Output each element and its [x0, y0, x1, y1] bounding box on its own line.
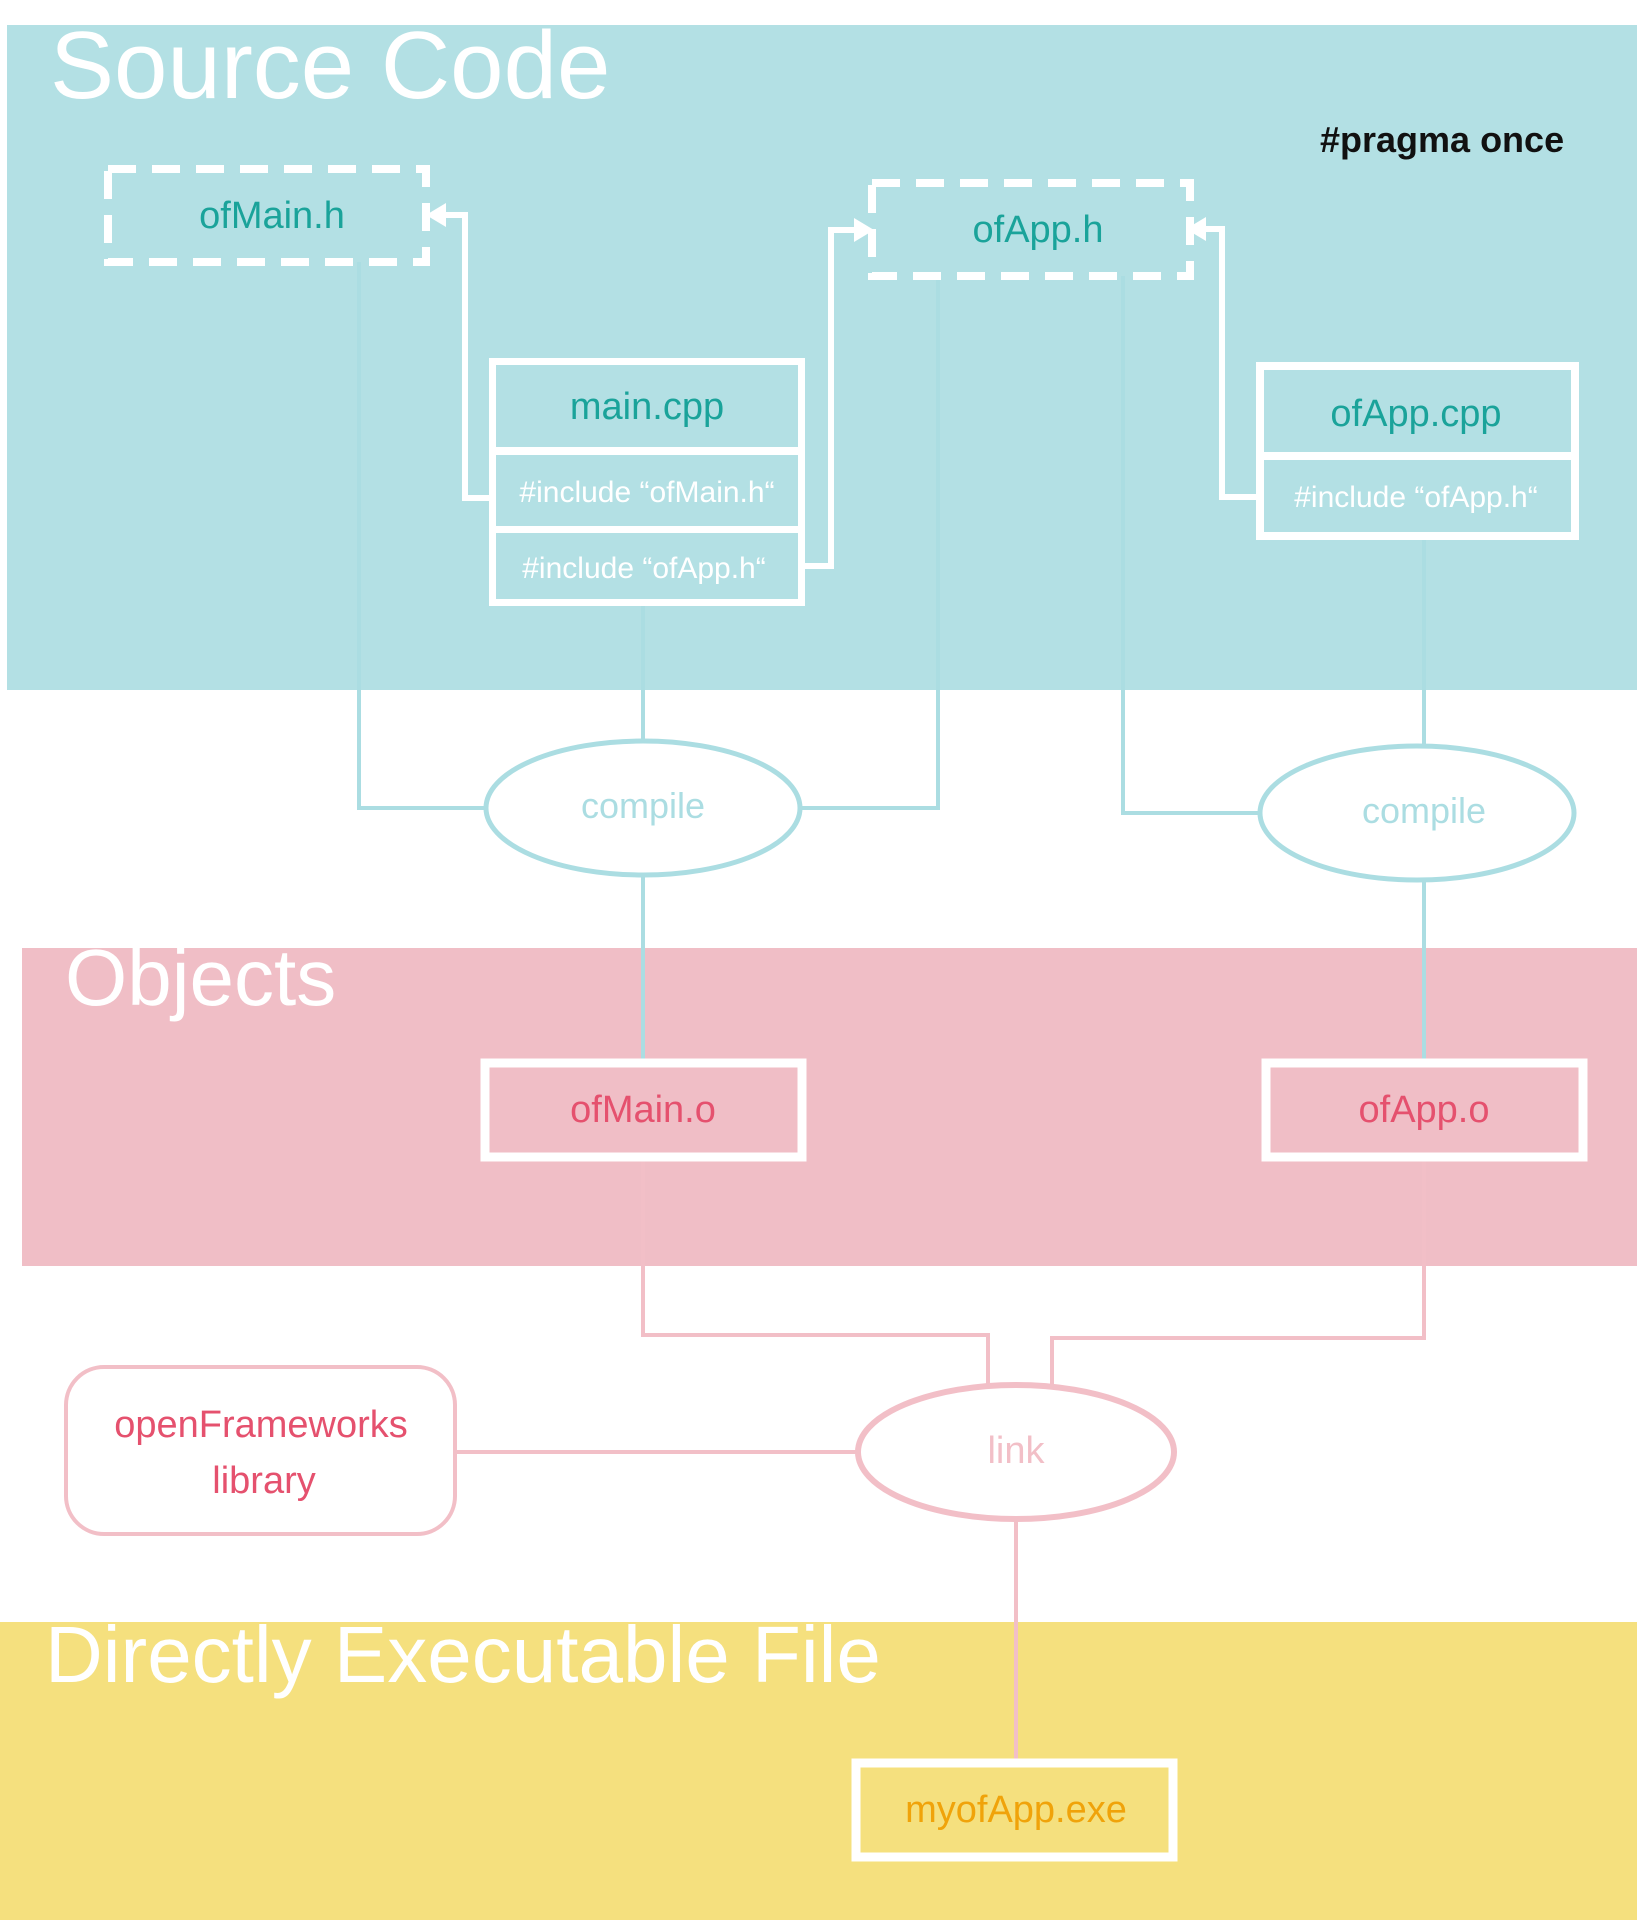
- ofmain-o-label: ofMain.o: [570, 1089, 716, 1131]
- ofmain-h-label: ofMain.h: [199, 195, 345, 237]
- pragma-once-note: #pragma once: [1320, 119, 1564, 160]
- arrowhead-ofmain: [426, 203, 446, 227]
- source-code-section: [7, 25, 1637, 690]
- executable-title: Directly Executable File: [45, 1610, 881, 1699]
- ofapp-h-box[interactable]: [868, 179, 1194, 280]
- link-connectors: [455, 1158, 1426, 1762]
- include-arrow-ofapp-from-main: [800, 227, 860, 569]
- executable-box[interactable]: myofApp.exe: [851, 1758, 1178, 1862]
- ofmain-o-box[interactable]: ofMain.o: [480, 1058, 807, 1162]
- compile-step-ofapp[interactable]: compile: [1257, 743, 1577, 883]
- arrowhead-ofapp-right: [1186, 217, 1206, 241]
- link-label: link: [987, 1430, 1045, 1472]
- main-cpp-box[interactable]: main.cpp #include “ofMain.h“ #include “o…: [489, 358, 805, 606]
- arrowhead-ofapp-left: [854, 218, 874, 242]
- ofapp-o-label: ofApp.o: [1359, 1089, 1490, 1131]
- compile-label-main: compile: [581, 785, 705, 826]
- openframeworks-library-box[interactable]: openFrameworks library: [64, 1365, 457, 1536]
- compile-step-main[interactable]: compile: [483, 738, 803, 878]
- executable-label: myofApp.exe: [905, 1789, 1127, 1831]
- library-label-line1: openFrameworks: [114, 1404, 408, 1446]
- arrowheads: [426, 203, 1206, 242]
- ofapp-h-to-compile-left: [800, 276, 940, 810]
- compile-label-ofapp: compile: [1362, 790, 1486, 831]
- ofapp-cpp-include-ofapp: #include “ofApp.h“: [1294, 481, 1538, 514]
- ofapp-h-label: ofApp.h: [973, 209, 1104, 251]
- ofmain-h-to-compile: [357, 262, 486, 810]
- include-arrows: [440, 212, 1258, 569]
- source-code-title: Source Code: [50, 12, 610, 119]
- objects-title: Objects: [65, 933, 336, 1022]
- library-label-line2: library: [212, 1460, 315, 1502]
- ofapp-o-box[interactable]: ofApp.o: [1261, 1058, 1588, 1162]
- executable-section: [0, 1622, 1637, 1920]
- ofapp-o-to-link: [1050, 1158, 1426, 1390]
- include-arrow-ofapp-from-ofapp-cpp: [1200, 226, 1258, 500]
- ofmain-o-to-link: [641, 1158, 990, 1390]
- main-cpp-title: main.cpp: [570, 386, 724, 428]
- ofmain-h-box[interactable]: [104, 165, 430, 266]
- main-cpp-include-ofapp: #include “ofApp.h“: [522, 552, 766, 585]
- ofapp-cpp-box[interactable]: ofApp.cpp #include “ofApp.h“: [1256, 362, 1579, 540]
- compile-connectors: [357, 262, 1426, 1062]
- main-cpp-include-ofmain: #include “ofMain.h“: [519, 476, 774, 509]
- objects-section: [22, 948, 1637, 1266]
- link-step[interactable]: link: [855, 1382, 1177, 1522]
- include-arrow-ofmain: [440, 212, 490, 501]
- ofapp-cpp-title: ofApp.cpp: [1330, 393, 1501, 435]
- ofapp-h-to-compile-right: [1121, 276, 1258, 815]
